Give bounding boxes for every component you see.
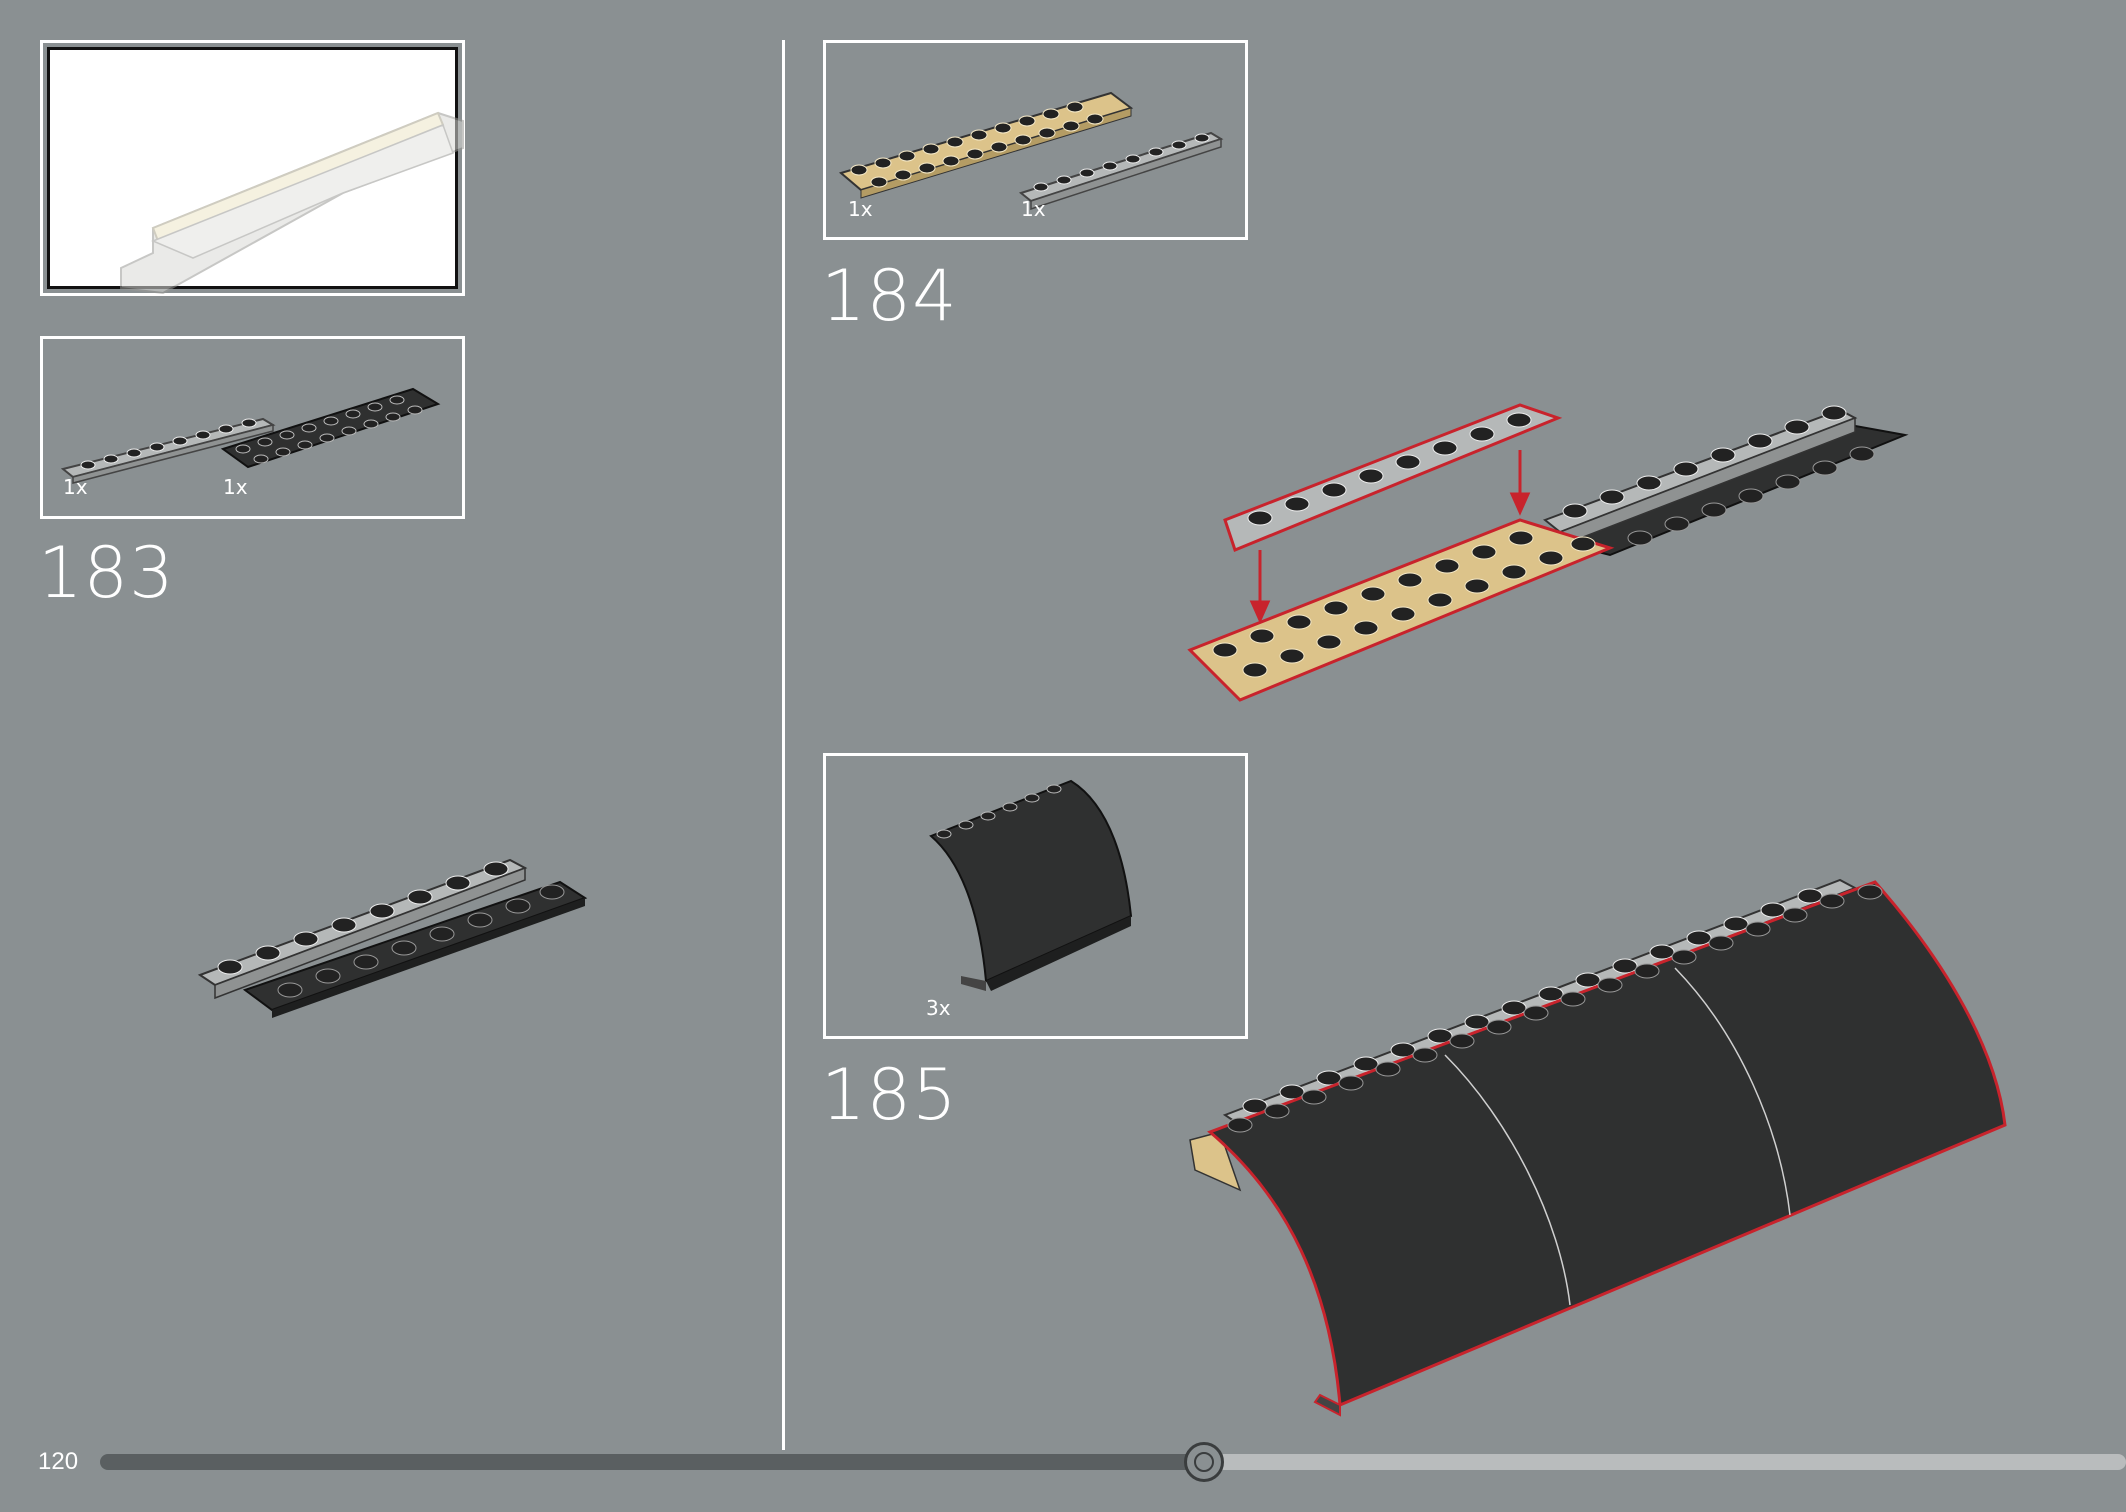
step-183-assembly-image — [197, 858, 588, 1018]
column-divider — [782, 40, 785, 1450]
step-number-185: 185 — [821, 1054, 958, 1136]
step-185-assembly-image — [1189, 878, 2007, 1417]
part-light-gray-plate-1x8 — [60, 417, 276, 484]
step-184-parts-box: 1x 1x — [823, 40, 1248, 240]
part-quantity: 1x — [848, 197, 873, 221]
progress-slider-handle[interactable] — [1184, 1442, 1225, 1482]
part-quantity: 1x — [63, 475, 88, 499]
page-number: 120 — [38, 1448, 79, 1475]
submodel-callout — [40, 40, 465, 296]
step-183-parts-box: 1x 1x — [40, 336, 465, 519]
step-number-184: 184 — [821, 255, 958, 337]
part-quantity: 1x — [1021, 197, 1046, 221]
part-dark-gray-curved-slope — [929, 779, 1133, 991]
step-number-183: 183 — [38, 532, 175, 614]
step-184-assembly-image — [1187, 403, 1909, 702]
part-quantity: 1x — [223, 475, 248, 499]
progress-track-filled — [100, 1454, 1205, 1470]
step-185-parts-box: 3x — [823, 753, 1248, 1039]
part-quantity: 3x — [926, 996, 951, 1020]
submodel-preview-image — [120, 111, 464, 295]
placement-arrow — [1249, 450, 1531, 624]
progress-track-remaining — [1204, 1454, 2126, 1470]
part-light-gray-plate-1x8 — [1018, 131, 1224, 211]
part-dark-gray-plate-2x8 — [220, 387, 441, 469]
part-tan-plate-2x10 — [838, 91, 1134, 199]
